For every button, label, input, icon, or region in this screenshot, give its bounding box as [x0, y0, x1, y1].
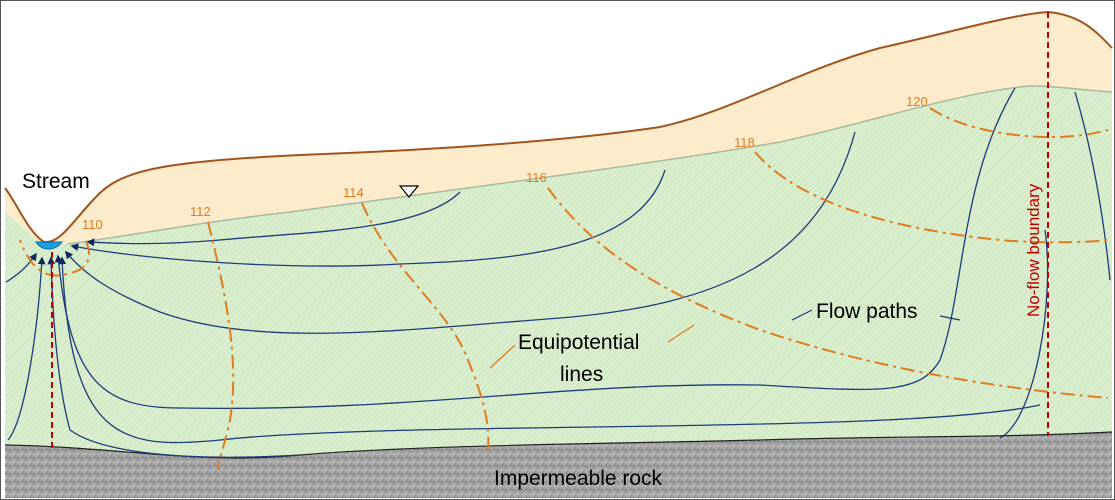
- flow-path: [999, 229, 1049, 439]
- equipotential-label-line1: Equipotential: [518, 331, 639, 354]
- impermeable-rock: [5, 432, 1112, 498]
- equipotential-line-120: [929, 107, 1109, 139]
- no-flow-boundary-label: No-flow boundary: [1024, 183, 1043, 317]
- contour-label-116: 116: [526, 170, 547, 185]
- land-surface-line: [4, 10, 1113, 244]
- flow-path: [1074, 91, 1111, 281]
- flow-path: [54, 87, 1016, 409]
- flow-paths-leader: [791, 309, 813, 321]
- stream-label: Stream: [22, 170, 90, 193]
- saturated-zone: [5, 86, 1112, 459]
- flow-path: [86, 191, 461, 247]
- contour-label-114: 114: [343, 185, 364, 200]
- flow-path: [58, 256, 1041, 444]
- contour-label-118: 118: [734, 135, 755, 150]
- equipotential-line-112: [207, 221, 235, 471]
- flow-path: [5, 252, 37, 283]
- flow-path: [47, 256, 301, 458]
- water-table-line: [67, 85, 1113, 245]
- impermeable-rock-label: Impermeable rock: [494, 467, 663, 490]
- stream-water: [35, 241, 64, 250]
- equipotential-line-116: [547, 187, 1109, 399]
- equipotential-lines-group: [19, 107, 1109, 471]
- flow-path: [65, 131, 856, 334]
- equipotential-leader: [667, 324, 695, 343]
- contour-label-110: 110: [82, 217, 103, 232]
- contour-label-112: 112: [190, 204, 211, 219]
- flow-path: [7, 256, 46, 441]
- equipotential-line-114: [361, 202, 490, 451]
- equipotential-line-118: [754, 151, 1109, 244]
- unsaturated-zone: [5, 12, 1112, 244]
- equipotential-line-110: [19, 239, 90, 277]
- equipotential-leader: [489, 344, 516, 369]
- flow-paths-group: [5, 87, 1111, 458]
- equipotential-label-line2: lines: [560, 363, 603, 386]
- inverted-triangle-icon: [398, 185, 420, 198]
- contour-label-120: 120: [906, 94, 928, 109]
- flow-path: [70, 169, 666, 267]
- flow-paths-leader: [939, 315, 961, 321]
- flow-paths-label: Flow paths: [816, 300, 918, 323]
